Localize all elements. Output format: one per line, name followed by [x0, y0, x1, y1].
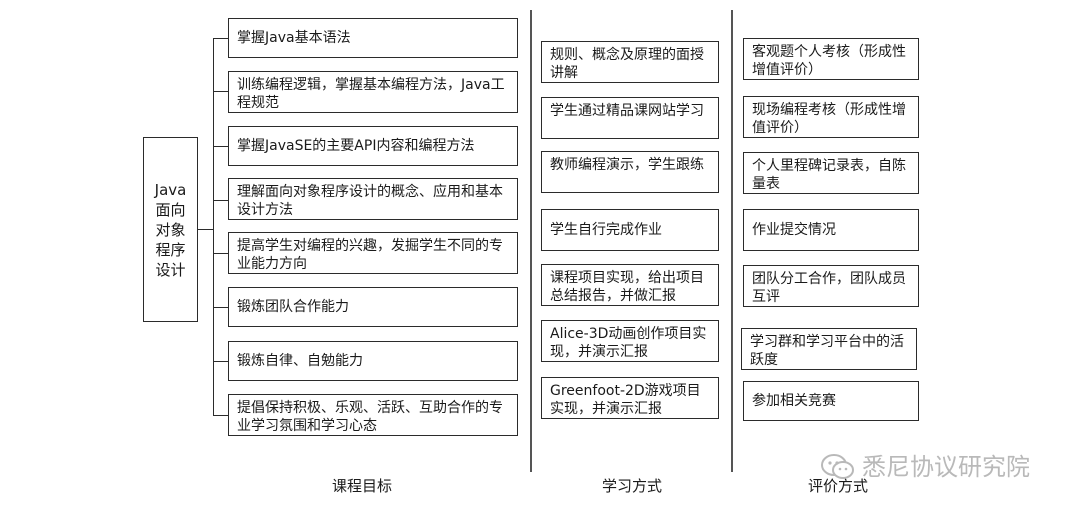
method-text: Alice-3D动画创作项目实现，并演示汇报	[550, 326, 707, 360]
method-text: 教师编程演示，学生跟练	[550, 157, 704, 173]
method-box: 课程项目实现，给出项目总结报告，并做汇报	[541, 264, 719, 306]
goal-branch	[213, 200, 229, 201]
evaluation-box: 团队分工合作，团队成员互评	[743, 265, 919, 307]
goal-box: 掌握JavaSE的主要API内容和编程方法	[228, 126, 518, 166]
evaluation-text: 客观题个人考核（形成性增值评价）	[752, 44, 906, 78]
goal-branch	[213, 253, 229, 254]
goal-text: 掌握JavaSE的主要API内容和编程方法	[237, 138, 475, 154]
goal-box: 锻炼团队合作能力	[228, 287, 518, 327]
goal-box: 训练编程逻辑，掌握基本编程方法，Java工程规范	[228, 71, 518, 113]
goal-branch	[213, 415, 229, 416]
goal-text: 理解面向对象程序设计的概念、应用和基本设计方法	[237, 184, 503, 218]
goal-branch	[213, 146, 229, 147]
goals-trunk	[213, 38, 214, 415]
goal-text: 锻炼自律、自勉能力	[237, 353, 363, 369]
goal-branch	[213, 38, 229, 39]
goal-box: 提倡保持积极、乐观、活跃、互助合作的专业学习氛围和学习心态	[228, 394, 518, 436]
goals-column-label: 课程目标	[331, 477, 392, 495]
evaluation-box: 个人里程碑记录表，自陈量表	[743, 152, 919, 194]
method-text: 学生自行完成作业	[550, 222, 662, 238]
watermark: 悉尼协议研究院	[820, 452, 1030, 482]
root-connector	[198, 229, 214, 230]
evaluation-box: 参加相关竞赛	[743, 381, 919, 421]
goal-branch	[213, 307, 229, 308]
goal-text: 锻炼团队合作能力	[237, 299, 349, 315]
goal-box: 提高学生对编程的兴趣，发掘学生不同的专业能力方向	[228, 232, 518, 274]
method-box: Greenfoot-2D游戏项目实现，并演示汇报	[541, 377, 719, 419]
method-box: 教师编程演示，学生跟练	[541, 151, 719, 193]
evaluation-box: 学习群和学习平台中的活跃度	[741, 328, 917, 370]
evaluation-box: 现场编程考核（形成性增值评价）	[743, 96, 919, 138]
evaluation-text: 团队分工合作，团队成员互评	[752, 271, 906, 305]
method-text: 课程项目实现，给出项目总结报告，并做汇报	[550, 270, 704, 304]
method-box: 学生通过精品课网站学习	[541, 97, 719, 139]
goal-text: 提倡保持积极、乐观、活跃、互助合作的专业学习氛围和学习心态	[237, 400, 503, 434]
watermark-text: 悉尼协议研究院	[862, 453, 1030, 481]
method-box: Alice-3D动画创作项目实现，并演示汇报	[541, 320, 719, 362]
wechat-icon	[821, 454, 854, 479]
column-divider	[731, 10, 733, 472]
goal-text: 掌握Java基本语法	[237, 30, 351, 46]
evaluation-text: 个人里程碑记录表，自陈量表	[752, 158, 906, 192]
method-box: 学生自行完成作业	[541, 209, 719, 251]
evaluations-column-label: 评价方式	[807, 477, 868, 495]
goal-branch	[213, 361, 229, 362]
method-text: Greenfoot-2D游戏项目实现，并演示汇报	[550, 383, 701, 417]
root-label: Java面向对象程序设计	[154, 180, 187, 279]
method-text: 规则、概念及原理的面授讲解	[550, 47, 704, 81]
column-divider	[530, 10, 532, 472]
evaluation-text: 参加相关竞赛	[752, 393, 836, 409]
goal-box: 掌握Java基本语法	[228, 18, 518, 58]
evaluation-box: 作业提交情况	[743, 209, 919, 251]
methods-column-label: 学习方式	[601, 477, 662, 495]
goal-text: 提高学生对编程的兴趣，发掘学生不同的专业能力方向	[237, 238, 503, 272]
goal-branch	[213, 91, 229, 92]
root-node: Java面向对象程序设计	[143, 137, 198, 322]
evaluation-text: 现场编程考核（形成性增值评价）	[752, 102, 906, 136]
goal-box: 理解面向对象程序设计的概念、应用和基本设计方法	[228, 178, 518, 220]
evaluation-text: 学习群和学习平台中的活跃度	[750, 334, 904, 368]
evaluation-box: 客观题个人考核（形成性增值评价）	[743, 38, 919, 80]
evaluation-text: 作业提交情况	[752, 222, 836, 238]
method-text: 学生通过精品课网站学习	[550, 103, 704, 119]
method-box: 规则、概念及原理的面授讲解	[541, 41, 719, 83]
goal-box: 锻炼自律、自勉能力	[228, 341, 518, 381]
goal-text: 训练编程逻辑，掌握基本编程方法，Java工程规范	[237, 77, 505, 111]
